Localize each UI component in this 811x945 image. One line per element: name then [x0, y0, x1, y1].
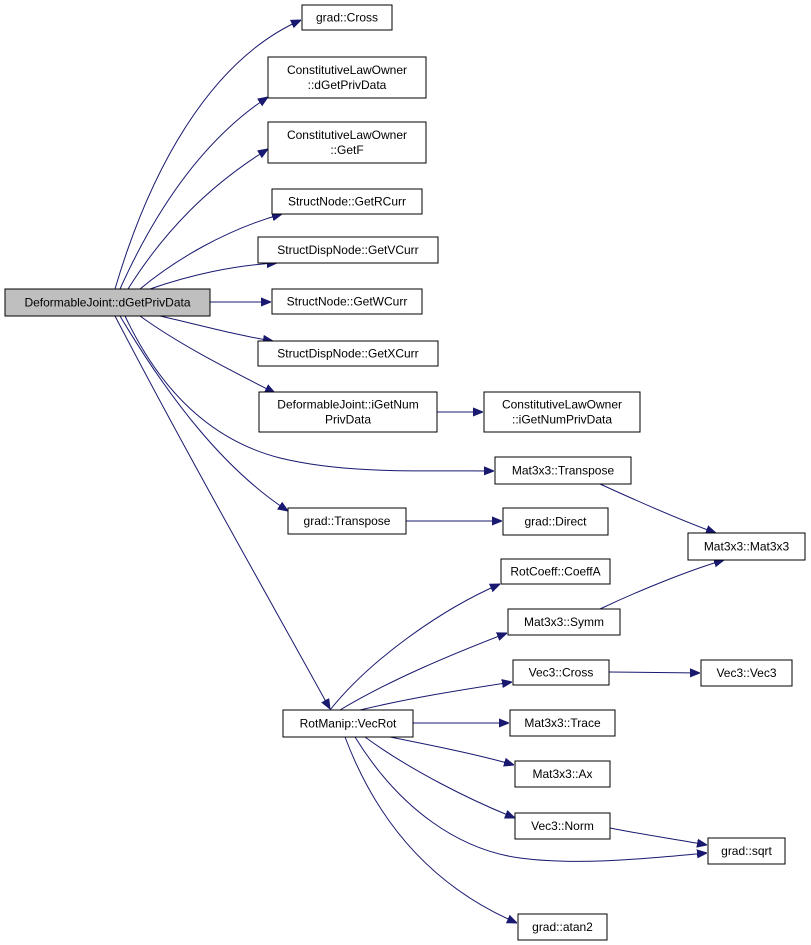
node-label: grad::Cross: [316, 11, 378, 25]
edge-root-to-grad_transpose: [119, 315, 288, 511]
node-label: PrivData: [325, 413, 371, 427]
edge-vec3_cross-to-vec3_vec3: [608, 672, 700, 673]
node-m33-ax[interactable]: Mat3x3::Ax: [514, 760, 611, 788]
node-clo-igetnum[interactable]: ConstitutiveLawOwner::iGetNumPrivData: [483, 391, 641, 433]
node-label: grad::sqrt: [721, 844, 772, 858]
edge-root-to-sdn_getvcurr: [149, 263, 277, 290]
node-m33-m33[interactable]: Mat3x3::Mat3x3: [687, 532, 806, 561]
edge-rotmanip-to-vec3_norm: [364, 736, 515, 818]
node-label: ConstitutiveLawOwner: [287, 63, 407, 77]
node-label: Vec3::Vec3: [716, 666, 776, 680]
node-label: StructNode::GetWCurr: [287, 295, 408, 309]
node-label: RotCoeff::CoeffA: [510, 565, 600, 579]
node-label: StructNode::GetRCurr: [288, 195, 406, 209]
node-label: Mat3x3::Transpose: [512, 464, 615, 478]
edge-rotmanip-to-m33_ax: [389, 736, 514, 765]
edge-root-to-clo_getf: [127, 149, 268, 290]
node-label: Mat3x3::Ax: [532, 767, 592, 781]
node-label: Mat3x3::Symm: [524, 615, 604, 629]
edge-rotmanip-to-vec3_cross: [359, 682, 512, 711]
node-sn-getrcurr[interactable]: StructNode::GetRCurr: [271, 188, 423, 215]
edge-rotmanip-to-m33_symm: [339, 633, 507, 711]
node-clo-dgetpriv[interactable]: ConstitutiveLawOwner::dGetPrivData: [267, 56, 427, 99]
node-label: grad::Direct: [524, 515, 587, 529]
edge-rotmanip-to-grad_atan2: [344, 736, 517, 923]
node-label: RotManip::VecRot: [300, 717, 397, 731]
node-label: grad::atan2: [532, 920, 593, 934]
edge-root-to-grad_cross: [114, 20, 301, 290]
node-label: StructDispNode::GetXCurr: [277, 347, 418, 361]
node-grad-transpose[interactable]: grad::Transpose: [287, 507, 407, 535]
edge-root-to-m33_transpose: [124, 315, 494, 471]
node-rotcoeff[interactable]: RotCoeff::CoeffA: [500, 558, 611, 585]
edge-root-to-clo_dgetpriv: [119, 97, 268, 290]
edge-rotmanip-to-grad_sqrt: [354, 736, 707, 862]
node-label: Vec3::Cross: [529, 666, 594, 680]
edge-root-to-rotmanip: [114, 315, 330, 709]
node-sn-getwcurr[interactable]: StructNode::GetWCurr: [271, 288, 423, 315]
node-grad-sqrt[interactable]: grad::sqrt: [707, 837, 786, 865]
node-label: Mat3x3::Trace: [524, 716, 601, 730]
node-rotmanip[interactable]: RotManip::VecRot: [282, 709, 414, 738]
node-vec3-norm[interactable]: Vec3::Norm: [514, 812, 611, 840]
node-label: grad::Transpose: [304, 514, 391, 528]
node-sdn-getvcurr[interactable]: StructDispNode::GetVCurr: [257, 236, 439, 264]
edges: [114, 20, 724, 923]
node-vec3-vec3[interactable]: Vec3::Vec3: [700, 659, 793, 687]
node-label: DeformableJoint::dGetPrivData: [24, 296, 190, 310]
edge-m33_transpose-to-m33_m33: [599, 483, 716, 533]
node-sdn-getxcurr[interactable]: StructDispNode::GetXCurr: [257, 340, 439, 367]
edge-m33_symm-to-m33_m33: [599, 560, 724, 610]
node-grad-atan2[interactable]: grad::atan2: [517, 913, 608, 941]
node-label: ::dGetPrivData: [308, 78, 387, 92]
edge-root-to-sn_getrcurr: [139, 214, 282, 290]
node-label: ::GetF: [330, 143, 363, 157]
node-m33-trace[interactable]: Mat3x3::Trace: [509, 709, 616, 737]
node-m33-symm[interactable]: Mat3x3::Symm: [507, 608, 621, 636]
edge-root-to-sdn_getxcurr: [159, 315, 273, 341]
node-grad-cross[interactable]: grad::Cross: [301, 4, 393, 31]
node-label: ConstitutiveLawOwner: [287, 128, 407, 142]
node-vec3-cross[interactable]: Vec3::Cross: [512, 659, 610, 686]
node-label: DeformableJoint::iGetNum: [277, 398, 418, 412]
node-label: Vec3::Norm: [531, 819, 594, 833]
node-dj-igetnum[interactable]: DeformableJoint::iGetNumPrivData: [258, 391, 438, 433]
nodes: DeformableJoint::dGetPrivData grad::Cross…: [4, 4, 806, 941]
edge-rotmanip-to-rotcoeff: [329, 584, 500, 711]
node-label: StructDispNode::GetVCurr: [277, 243, 418, 257]
node-grad-direct[interactable]: grad::Direct: [502, 507, 609, 536]
node-clo-getf[interactable]: ConstitutiveLawOwner::GetF: [267, 121, 427, 164]
node-root[interactable]: DeformableJoint::dGetPrivData: [4, 288, 211, 317]
node-label: ConstitutiveLawOwner: [502, 398, 622, 412]
edge-vec3_norm-to-grad_sqrt: [609, 827, 707, 845]
node-label: ::iGetNumPrivData: [512, 413, 612, 427]
edge-root-to-dj_igetnum: [139, 315, 275, 393]
node-m33-transpose[interactable]: Mat3x3::Transpose: [494, 456, 632, 485]
node-label: Mat3x3::Mat3x3: [704, 540, 790, 554]
